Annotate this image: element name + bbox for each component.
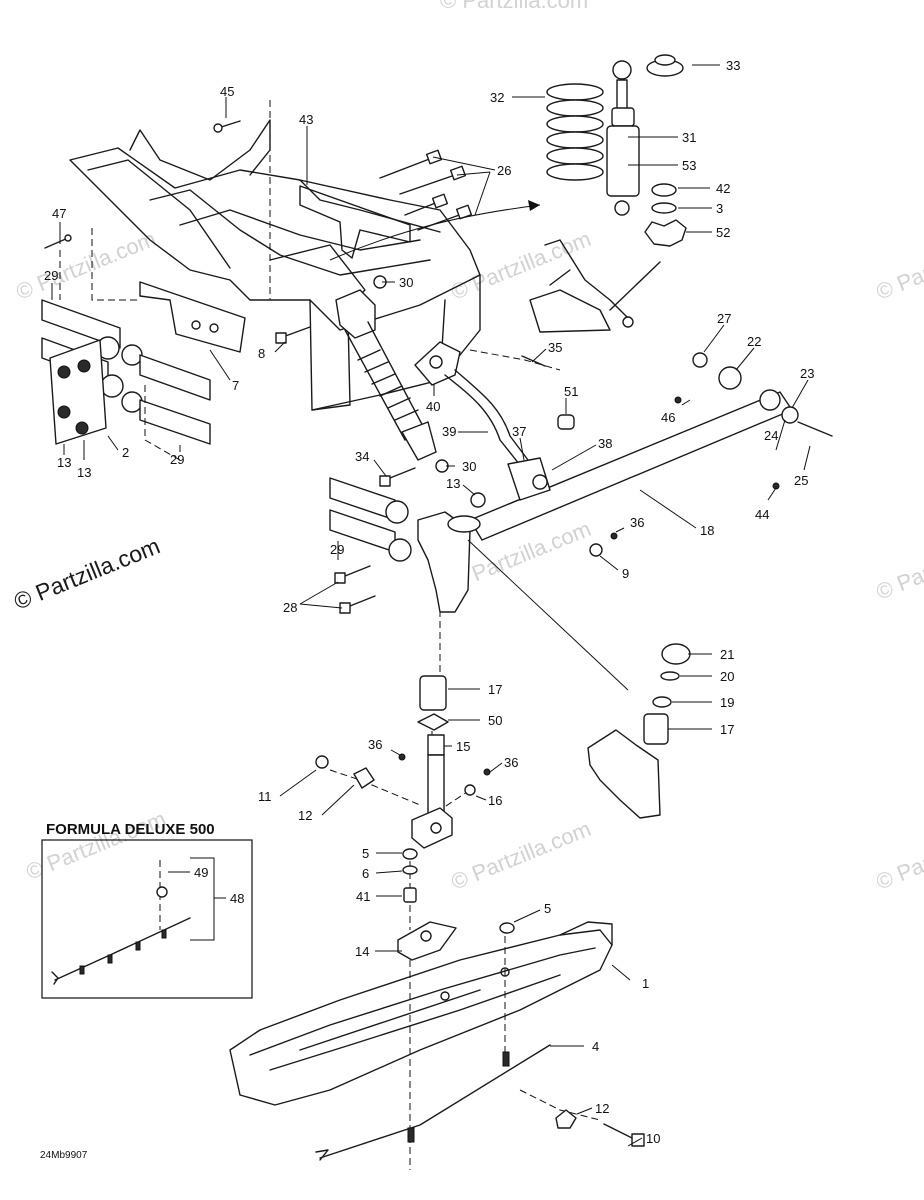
callout-36-left: 36 (368, 737, 382, 752)
callout-40: 40 (426, 399, 440, 414)
callout-38: 38 (598, 436, 612, 451)
inset-box (41, 839, 253, 999)
tie-rod-assembly (414, 341, 575, 501)
inset-title: FORMULA DELUXE 500 (46, 821, 215, 838)
callout-49: 49 (194, 865, 208, 880)
callout-4: 4 (592, 1039, 599, 1054)
watermarks: © Partzilla.com © Partzilla.com © Partzi… (10, 0, 924, 895)
callout-23: 23 (800, 366, 814, 381)
callout-28: 28 (283, 600, 297, 615)
callout-7: 7 (232, 378, 239, 393)
callout-13-left-a: 13 (57, 455, 71, 470)
callout-52: 52 (716, 225, 730, 240)
callout-43: 43 (299, 112, 313, 127)
callout-53: 53 (682, 158, 696, 173)
callout-31: 31 (682, 130, 696, 145)
callout-20: 20 (720, 669, 734, 684)
callout-5-lower: 5 (544, 901, 551, 916)
watermark-right: © Partzilla.com (873, 226, 924, 305)
callout-36-right: 36 (504, 755, 518, 770)
watermark-top: © Partzilla.com (440, 0, 588, 13)
wear-runner-4 (315, 1044, 551, 1161)
shock-absorber-lower (335, 289, 437, 461)
callout-12-lower: 12 (595, 1101, 609, 1116)
callout-12-upper: 12 (298, 808, 312, 823)
callout-8: 8 (258, 346, 265, 361)
callout-2: 2 (122, 445, 129, 460)
callout-46: 46 (661, 410, 675, 425)
callout-50: 50 (488, 713, 502, 728)
callout-1: 1 (642, 976, 649, 991)
callout-labels: 45 43 47 26 30 29 8 7 13 13 2 29 32 33 3… (44, 58, 814, 1146)
callout-42: 42 (716, 181, 730, 196)
watermark-left: © Partzilla.com (13, 226, 160, 305)
steering-bracket (529, 239, 661, 333)
callout-14: 14 (355, 944, 369, 959)
shock-absorber-31 (606, 60, 640, 216)
callout-3: 3 (716, 201, 723, 216)
callout-27: 27 (717, 311, 731, 326)
callout-22: 22 (747, 334, 761, 349)
callout-17-right: 17 (720, 722, 734, 737)
spindle-housing (417, 511, 629, 691)
callout-39: 39 (442, 424, 456, 439)
callout-17-center: 17 (488, 682, 502, 697)
ski-assembly (229, 921, 613, 1106)
callout-18: 18 (700, 523, 714, 538)
callout-41: 41 (356, 889, 370, 904)
callout-25: 25 (794, 473, 808, 488)
watermark-lower-center: © Partzilla.com (448, 816, 595, 895)
callout-24: 24 (764, 428, 778, 443)
callout-47: 47 (52, 206, 66, 221)
callout-44: 44 (755, 507, 769, 522)
callout-51: 51 (564, 384, 578, 399)
figure-code: 24Mb9907 (40, 1150, 88, 1161)
steering-arm-18 (469, 352, 833, 541)
callout-29-mid: 29 (170, 452, 184, 467)
ski-bolt (555, 1109, 645, 1147)
callout-29-lower: 29 (330, 542, 344, 557)
callout-6: 6 (362, 866, 369, 881)
watermark-lower-right: © Partzilla.com (873, 816, 924, 895)
callout-37: 37 (512, 424, 526, 439)
fasteners-lower (315, 753, 515, 934)
callout-32: 32 (490, 90, 504, 105)
callout-26: 26 (497, 163, 511, 178)
shock-parts-small (644, 54, 687, 247)
callout-19: 19 (720, 695, 734, 710)
callout-13-mid: 13 (446, 476, 460, 491)
callout-45: 45 (220, 84, 234, 99)
watermark-mid-right: © Partzilla.com (873, 526, 924, 605)
callout-11: 11 (258, 789, 272, 804)
callout-36-upper: 36 (630, 515, 644, 530)
watermark-main: © Partzilla.com (10, 532, 163, 614)
callout-29-left: 29 (44, 268, 58, 283)
callout-30-upper: 30 (399, 275, 413, 290)
leader-lines (51, 64, 811, 1147)
callout-35: 35 (548, 340, 562, 355)
callout-13-left-b: 13 (77, 465, 91, 480)
direction-arrow (329, 200, 541, 261)
bracket-plate-2 (49, 339, 107, 445)
callout-16: 16 (488, 793, 502, 808)
callout-34: 34 (355, 449, 369, 464)
callout-33: 33 (726, 58, 740, 73)
callout-15: 15 (456, 739, 470, 754)
bushing-stack-right (587, 643, 691, 819)
callout-30-lower: 30 (462, 459, 476, 474)
watermark-center: © Partzilla.com (448, 226, 595, 305)
callout-10: 10 (646, 1131, 660, 1146)
watermark-lower-left: © Partzilla.com (23, 806, 170, 885)
spring-32 (546, 83, 604, 181)
ski-leg (411, 675, 453, 849)
callout-48: 48 (230, 891, 244, 906)
callout-9: 9 (622, 566, 629, 581)
callout-21: 21 (720, 647, 734, 662)
callout-5-upper: 5 (362, 846, 369, 861)
